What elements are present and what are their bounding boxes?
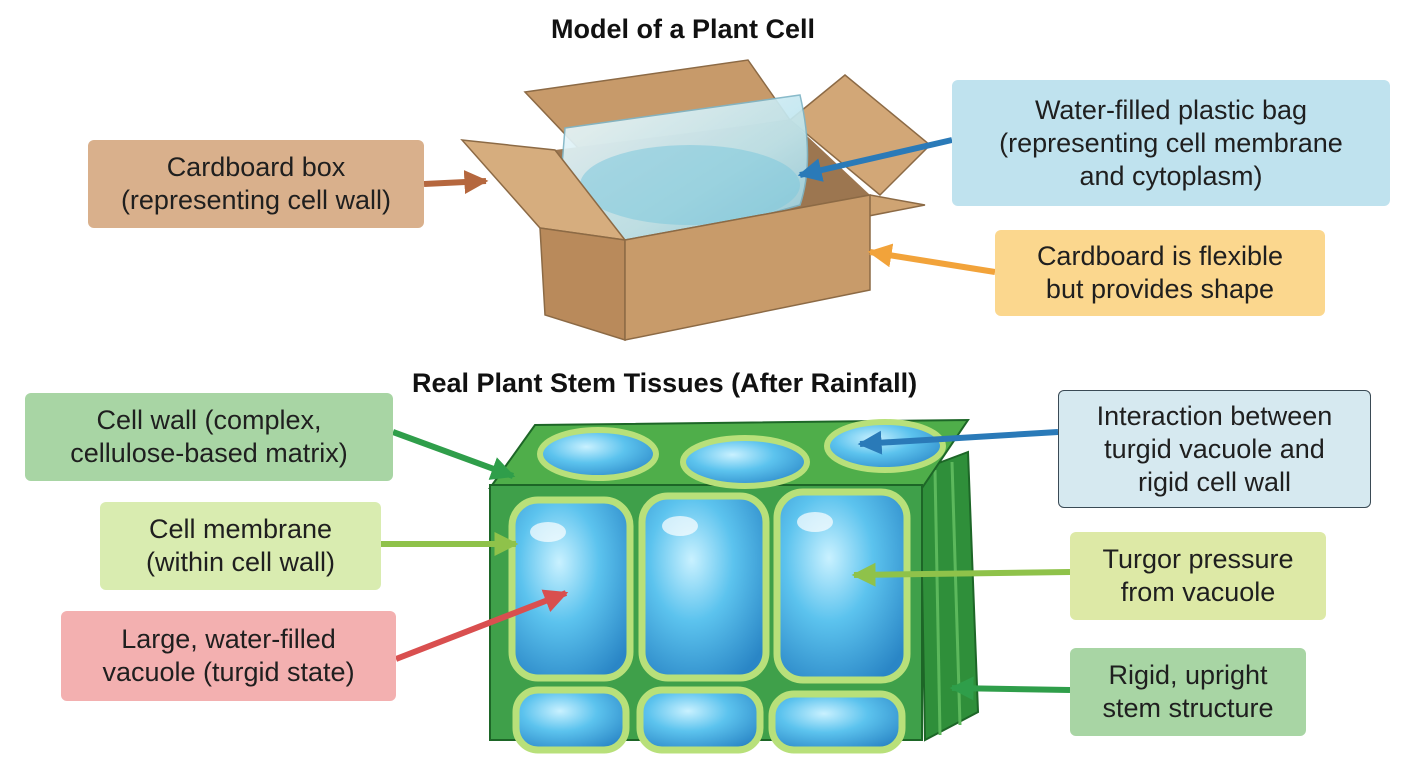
arrow-interaction [857, 429, 1059, 455]
label-line: vacuole (turgid state) [102, 657, 355, 687]
vacuole-cell-partial [512, 686, 630, 754]
vacuole-cell [638, 492, 770, 682]
box-front-face [539, 227, 626, 342]
label-line: (representing cell wall) [120, 185, 392, 215]
label-line: from vacuole [1120, 577, 1276, 607]
vacuole-cell [773, 488, 911, 684]
arrow-cell-wall [391, 429, 516, 480]
arrow-vacuole [394, 589, 569, 662]
label-line: and cytoplasm) [1079, 160, 1263, 191]
label-line: Cardboard box [166, 152, 346, 182]
plant-tissue-block [488, 418, 980, 754]
cardboard-box [460, 59, 932, 342]
label-line: Water-filled plastic bag [1034, 94, 1308, 125]
arrow-cardboard-box [423, 170, 489, 195]
label-line: Interaction between [1096, 400, 1333, 431]
label-line: but provides shape [1045, 274, 1275, 304]
label-line: Large, water-filled [121, 624, 336, 654]
top-cell [680, 435, 810, 489]
bag-water [580, 145, 800, 225]
label-cardboard-box: Cardboard box(representing cell wall) [88, 140, 424, 228]
label-cell-membrane: Cell membrane(within cell wall) [100, 502, 381, 590]
label-line: (within cell wall) [145, 547, 336, 577]
label-line: Cell wall (complex, [96, 405, 322, 435]
arrow-plastic-bag [797, 137, 953, 182]
top-cell [824, 419, 946, 473]
top-cell [537, 427, 659, 481]
label-line: Cardboard is flexible [1036, 241, 1284, 271]
arrow-rigid-stem [949, 676, 1071, 701]
vacuole-cell [508, 496, 634, 682]
label-plastic-bag: Water-filled plastic bag(representing ce… [952, 80, 1390, 206]
vacuole-cell-partial [768, 690, 906, 754]
label-cell-wall: Cell wall (complex,cellulose-based matri… [25, 393, 393, 481]
label-line: Turgor pressure [1102, 544, 1294, 574]
label-line: turgid vacuole and [1104, 433, 1325, 464]
vacuole-cell-partial [636, 686, 764, 754]
arrow-turgor [851, 562, 1071, 587]
tissue-side-face [918, 450, 980, 742]
model-title: Model of a Plant Cell [551, 14, 816, 44]
label-line: cellulose-based matrix) [70, 438, 348, 468]
label-line: stem structure [1102, 693, 1274, 723]
label-line: Rigid, upright [1108, 660, 1268, 690]
tissue-title: Real Plant Stem Tissues (After Rainfall) [412, 368, 918, 398]
label-line: rigid cell wall [1137, 466, 1292, 497]
label-line: (representing cell membrane [999, 127, 1343, 158]
box-side-face [624, 194, 871, 341]
label-line: Cell membrane [148, 514, 333, 544]
arrow-cardboard-flexible [867, 243, 996, 275]
